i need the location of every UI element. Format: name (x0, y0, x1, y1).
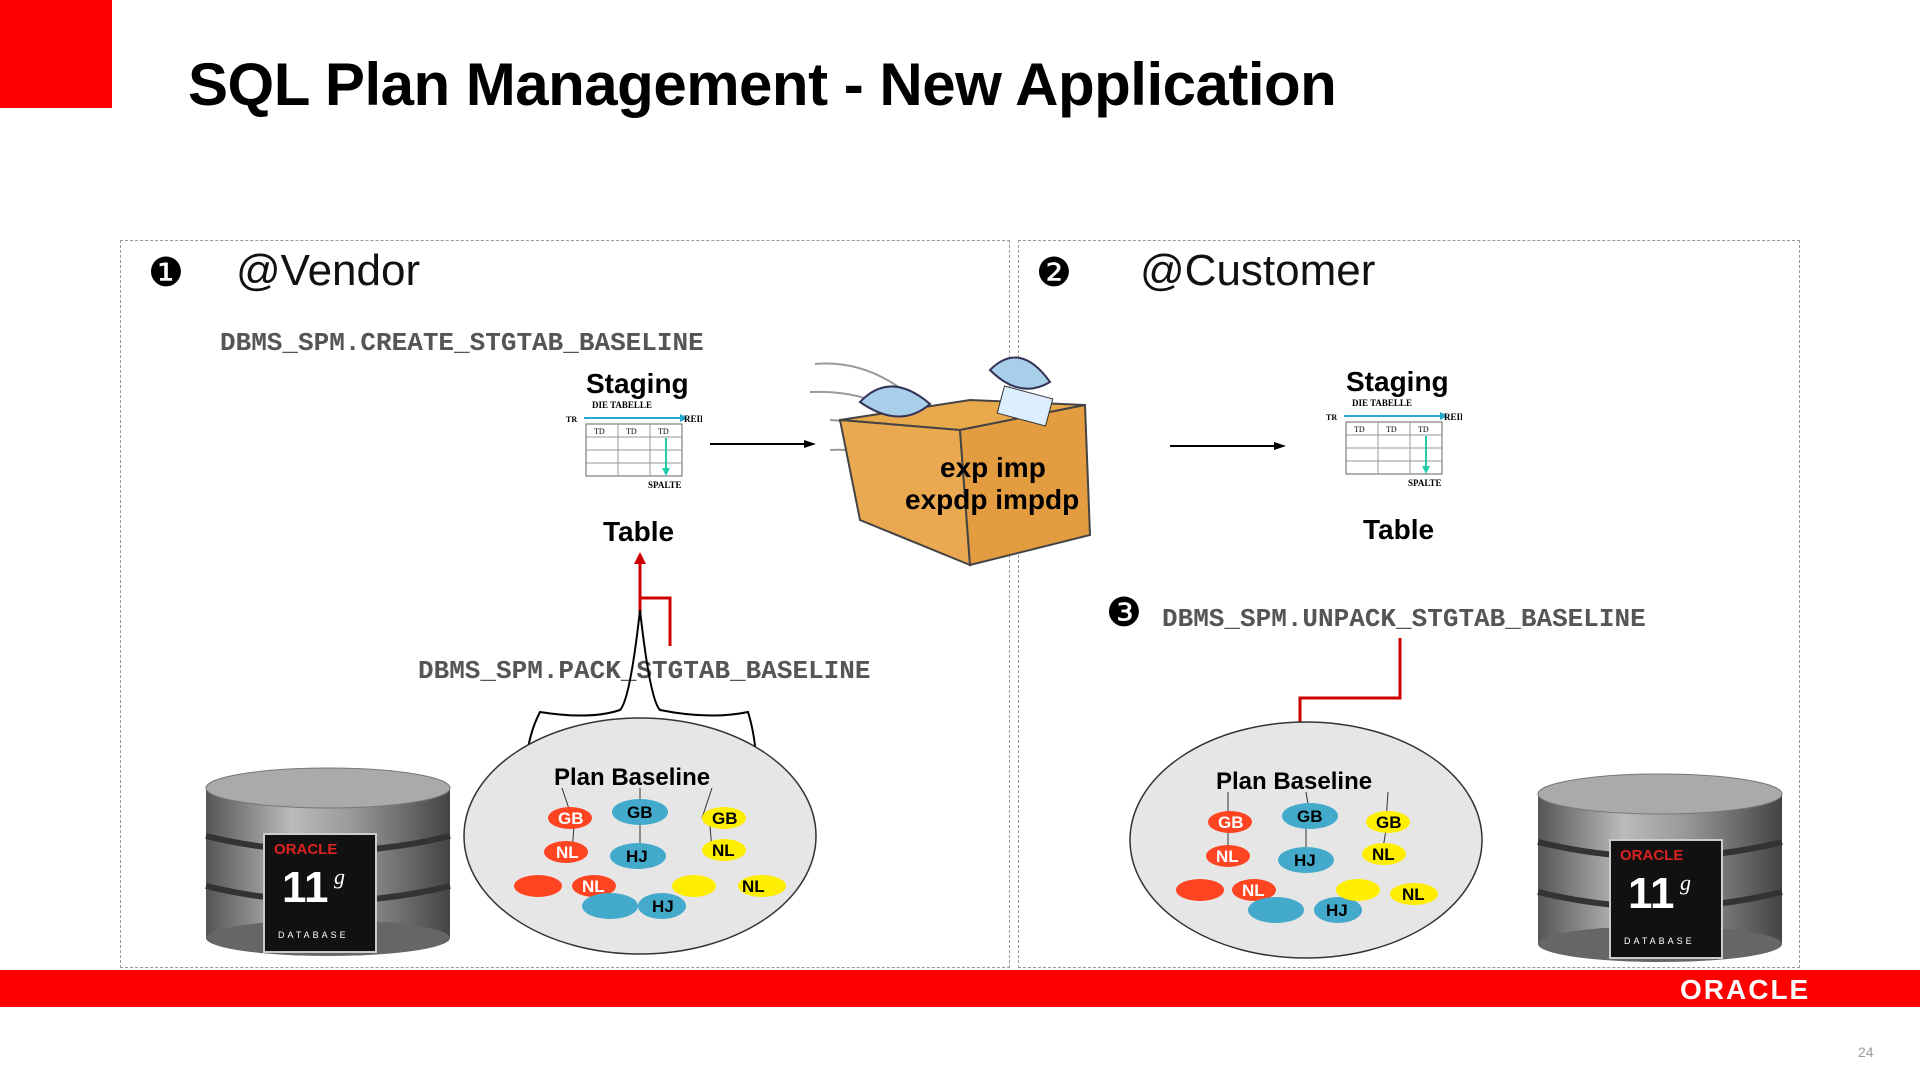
pack-stgtab-call: DBMS_SPM.PACK_STGTAB_BASELINE (418, 656, 871, 686)
customer-plan-baseline-label: Plan Baseline (1216, 768, 1372, 795)
node-nl: NL (742, 877, 765, 896)
page-number: 24 (1858, 1044, 1874, 1060)
node-nl: NL (1402, 885, 1425, 904)
td-label: TD (1354, 425, 1365, 434)
vendor-plan-baseline-ellipse: Plan Baseline GB GB GB NL HJ NL NL HJ NL (463, 717, 817, 955)
footer-bar (0, 970, 1920, 1007)
db-version-label: 11 (1628, 869, 1675, 918)
node-nl: NL (556, 843, 579, 862)
export-arrow (710, 440, 816, 448)
exp-imp-label: exp imp (940, 452, 1046, 483)
db-brand-label: ORACLE (1620, 847, 1683, 864)
vendor-staging-table-icon: DIE TABELLE TR REIHE TD TD TD SPALTE (566, 400, 702, 490)
customer-heading: @Customer (1140, 246, 1376, 295)
td-label: TD (1386, 425, 1397, 434)
import-arrow (1170, 442, 1286, 450)
node-nl: NL (582, 877, 605, 896)
brand-corner-block (0, 0, 112, 108)
db-caption-label: DATABASE (278, 930, 349, 940)
spalte-label: SPALTE (648, 480, 682, 490)
node-nl: NL (712, 841, 735, 860)
spalte-label: SPALTE (1408, 478, 1442, 488)
vendor-plan-baseline-label: Plan Baseline (554, 764, 710, 791)
td-label: TD (594, 427, 605, 436)
node-gb: GB (558, 809, 584, 828)
die-tabelle-label: DIE TABELLE (592, 400, 652, 410)
vendor-heading: @Vendor (236, 246, 421, 295)
expdp-impdp-label: expdp impdp (905, 484, 1080, 515)
db-version-label: 11 (282, 863, 329, 912)
node-gb: GB (627, 803, 653, 822)
db-caption-label: DATABASE (1624, 936, 1695, 946)
node-hj: HJ (1326, 901, 1348, 920)
reihe-label: REIHE (1444, 412, 1462, 422)
node-hj: HJ (652, 897, 674, 916)
node-nl: NL (1242, 881, 1265, 900)
step-three-marker: ❸ (1106, 591, 1142, 635)
step-one-marker: ❶ (148, 251, 184, 295)
die-tabelle-label: DIE TABELLE (1352, 398, 1412, 408)
tr-label: TR (566, 415, 577, 424)
node-gb: GB (1376, 813, 1402, 832)
node-nl: NL (1216, 847, 1239, 866)
customer-table-label: Table (1363, 514, 1435, 545)
node-gb: GB (1297, 807, 1323, 826)
vendor-database-icon: ORACLE 11 g DATABASE (205, 767, 451, 956)
customer-staging-title: Staging (1346, 366, 1449, 397)
td-label: TD (1418, 425, 1429, 434)
customer-database-icon: ORACLE 11 g DATABASE (1537, 773, 1783, 962)
node-hj: HJ (1294, 851, 1316, 870)
tr-label: TR (1326, 413, 1337, 422)
td-label: TD (626, 427, 637, 436)
node-gb: GB (1218, 813, 1244, 832)
customer-plan-baseline-ellipse: Plan Baseline GB GB GB NL HJ NL NL HJ NL (1129, 721, 1483, 959)
flying-package-icon (809, 356, 1092, 567)
vendor-table-label: Table (603, 516, 675, 547)
step-two-marker: ❷ (1036, 251, 1072, 295)
db-brand-label: ORACLE (274, 841, 337, 858)
reihe-label: REIHE (684, 414, 702, 424)
slide-title: SQL Plan Management - New Application (188, 51, 1337, 118)
vendor-staging-title: Staging (586, 368, 689, 399)
customer-panel (1018, 240, 1800, 968)
db-version-suffix: g (334, 864, 345, 889)
create-stgtab-call: DBMS_SPM.CREATE_STGTAB_BASELINE (220, 328, 704, 358)
oracle-logo: ORACLE (1680, 974, 1811, 1005)
node-hj: HJ (626, 847, 648, 866)
unpack-stgtab-call: DBMS_SPM.UNPACK_STGTAB_BASELINE (1162, 604, 1646, 634)
node-nl: NL (1372, 845, 1395, 864)
customer-staging-table-icon: DIE TABELLE TR REIHE TD TD TD SPALTE (1326, 398, 1462, 488)
node-gb: GB (712, 809, 738, 828)
vendor-panel (120, 240, 1010, 968)
db-version-suffix: g (1680, 870, 1691, 895)
td-label: TD (658, 427, 669, 436)
